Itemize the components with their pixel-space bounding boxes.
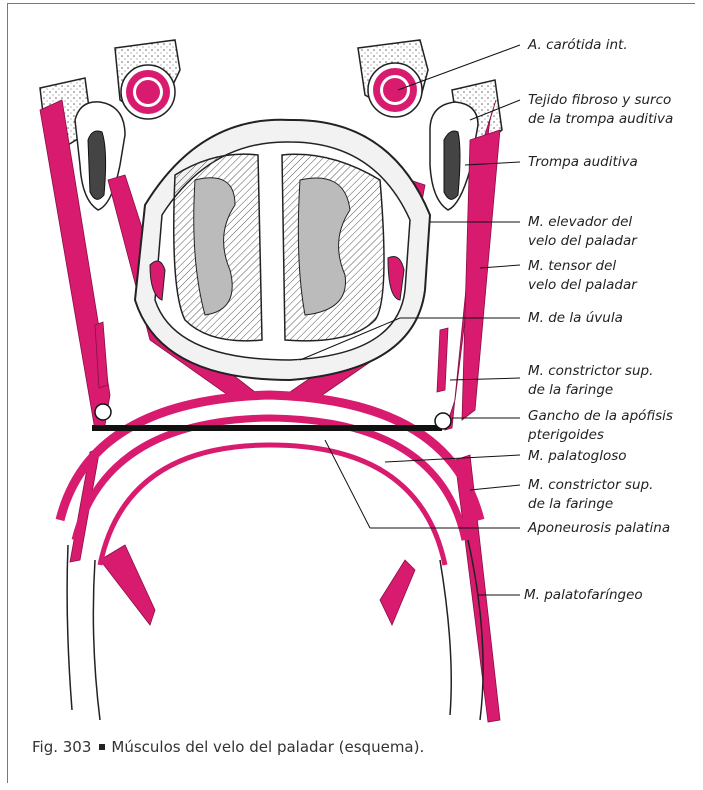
label-auditory-tube: Trompa auditiva: [528, 153, 638, 172]
carotid-left: [121, 65, 175, 119]
label-palatoglossus: M. palatogloso: [528, 447, 627, 466]
auditory-tube-left: [88, 131, 106, 199]
label-carotid: A. carótida int.: [528, 36, 628, 55]
label-hamulus: Gancho de la apófisis pterigoides: [528, 407, 673, 445]
caption-bullet: [99, 744, 105, 750]
label-uvula: M. de la úvula: [528, 309, 623, 328]
auditory-tube-right: [444, 131, 460, 199]
label-tensor: M. tensor del velo del paladar: [528, 257, 637, 295]
palatopharyngeus-right-inner: [380, 560, 415, 625]
palatopharyngeus-left: [100, 545, 155, 625]
label-fibrous-tissue: Tejido fibroso y surco de la trompa audi…: [528, 91, 673, 129]
hamulus-right: [435, 413, 451, 429]
small-muscle-right: [437, 328, 448, 392]
figure-number: Fig. 303: [32, 738, 91, 756]
hamulus-left: [95, 404, 111, 420]
label-levator: M. elevador del velo del paladar: [528, 213, 637, 251]
figure-caption: Fig. 303 Músculos del velo del paladar (e…: [32, 738, 424, 756]
label-constrictor-2: M. constrictor sup. de la faringe: [528, 476, 653, 514]
palatine-aponeurosis: [92, 425, 442, 431]
label-aponeurosis: Aponeurosis palatina: [528, 519, 670, 538]
label-constrictor-1: M. constrictor sup. de la faringe: [528, 362, 653, 400]
label-palatopharyngeus: M. palatofaríngeo: [524, 586, 643, 605]
caption-text: Músculos del velo del paladar (esquema).: [111, 738, 424, 756]
carotid-right: [368, 63, 422, 117]
palatine-arches: [60, 395, 480, 565]
